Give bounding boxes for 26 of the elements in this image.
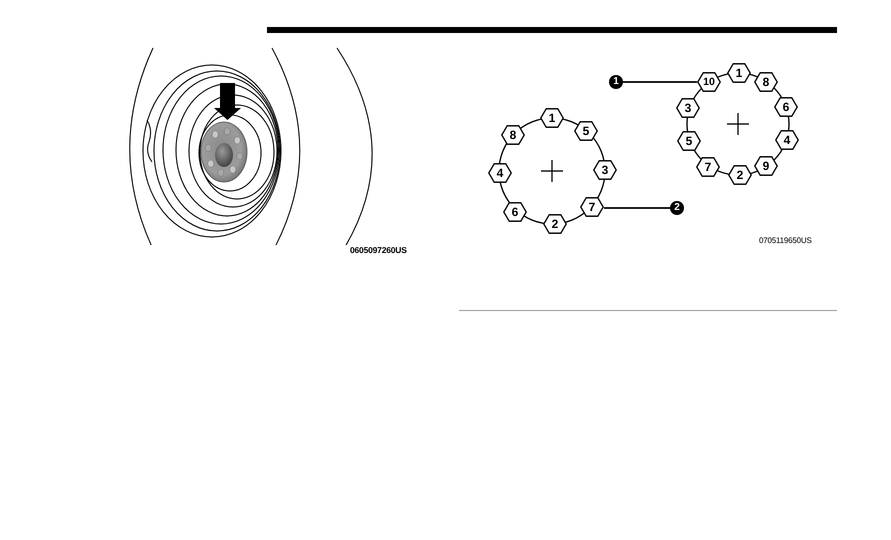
lug-nut: 1 xyxy=(727,63,751,83)
lug-nut: 6 xyxy=(503,202,527,222)
lug-nut: 3 xyxy=(676,98,700,118)
leader-line xyxy=(604,207,670,209)
lug-nut: 1 xyxy=(540,108,564,128)
lug-nut: 4 xyxy=(775,130,799,150)
bolt-circle xyxy=(487,106,617,236)
figure-code: 0705119650US xyxy=(759,237,812,245)
lug-nut: 3 xyxy=(593,160,617,180)
lug-nut: 10 xyxy=(697,72,721,92)
callout-number: 1 xyxy=(609,75,623,89)
lug-nut: 7 xyxy=(696,157,720,177)
lug-nut: 9 xyxy=(754,156,778,176)
lug-nut: 6 xyxy=(774,97,798,117)
lug-nut: 2 xyxy=(543,214,567,234)
lug-nut: 4 xyxy=(488,163,512,183)
bolt-circle xyxy=(675,61,801,187)
lug-nut: 8 xyxy=(501,125,525,145)
figure-code: 0605097260US xyxy=(350,246,407,254)
lug-nut: 5 xyxy=(677,131,701,151)
leader-line xyxy=(623,81,697,83)
lug-nut: 5 xyxy=(574,121,598,141)
callout-number: 2 xyxy=(670,201,684,215)
lug-nut: 7 xyxy=(580,197,604,217)
lug-nut: 8 xyxy=(754,72,778,92)
lug-nut: 2 xyxy=(728,165,752,185)
